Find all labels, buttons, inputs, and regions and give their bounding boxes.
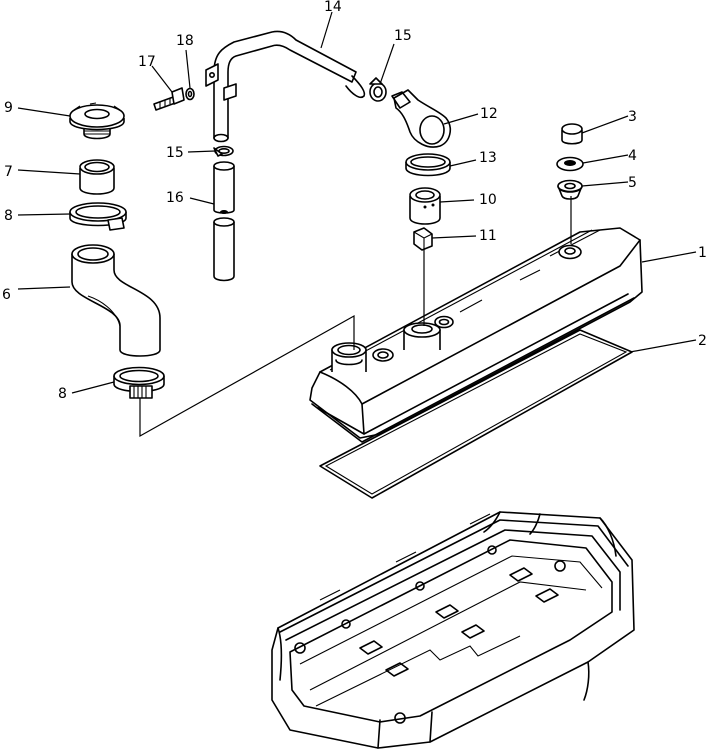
callout-5: 5 [628,175,637,191]
hose-clamp-upper [69,202,127,231]
callout-6: 6 [2,287,11,303]
callout-13: 13 [479,150,497,166]
callout-15-right: 15 [394,28,412,44]
callout-16: 16 [166,190,184,206]
callout-15-left: 15 [166,145,184,161]
bolt [153,87,185,111]
filler-sleeve [79,159,115,195]
callout-17: 17 [138,54,156,70]
clamp-band [405,153,451,177]
hose-clip-left [213,145,234,157]
grommet [557,179,583,200]
small-washer [185,87,195,101]
oil-filler-cap [69,102,125,140]
assembly-lines [139,196,572,438]
callout-18: 18 [176,33,194,49]
callout-8-lower: 8 [58,386,67,402]
hex-fitting [413,227,433,251]
callout-7: 7 [4,164,13,180]
elbow-connector [391,89,452,148]
valve-cover [309,227,643,443]
callout-9: 9 [4,100,13,116]
breather-body [409,187,441,225]
leader-lines [17,11,697,394]
callout-8-upper: 8 [4,208,13,224]
breather-pipe [205,30,366,143]
short-hose [213,161,235,214]
callout-12: 12 [480,106,498,122]
callout-3: 3 [628,109,637,125]
cap-nut [561,123,583,145]
seal-washer [556,156,584,172]
callout-labels: 1 2 3 4 5 6 7 8 8 9 10 11 12 13 14 15 15… [2,0,707,402]
breather-hose [71,244,161,357]
hose-clip-right [369,77,387,102]
cylinder-head [271,511,635,749]
callout-14: 14 [324,0,342,15]
callout-4: 4 [628,148,637,164]
callout-2: 2 [698,333,707,349]
callout-1: 1 [698,245,707,261]
lower-tube [213,217,235,282]
callout-11: 11 [479,228,497,244]
callout-10: 10 [479,192,497,208]
hose-clamp-lower [113,366,165,399]
